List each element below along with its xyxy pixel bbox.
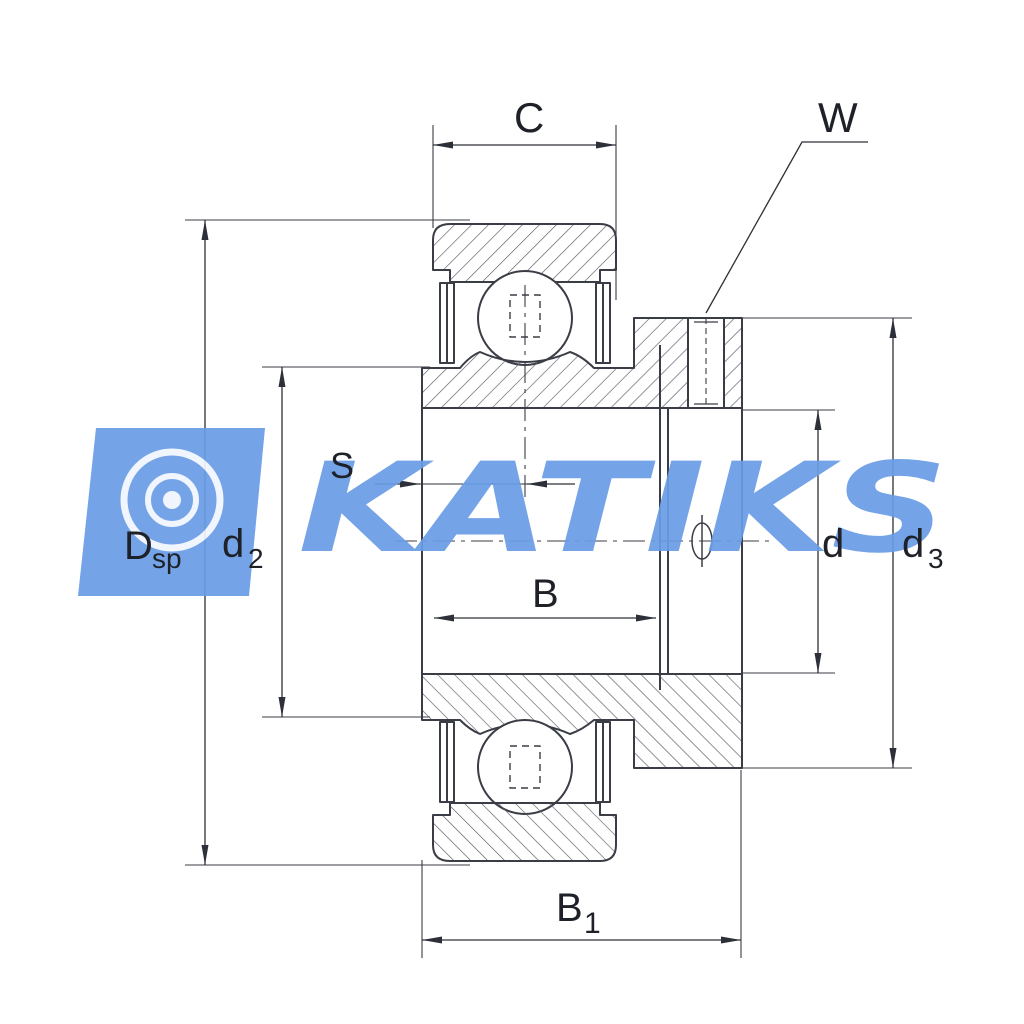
label-b: B xyxy=(532,572,559,616)
label-d2-main: d xyxy=(222,522,244,566)
label-d: d xyxy=(822,522,844,566)
label-d2-sub: 2 xyxy=(248,543,264,574)
label-b1-sub: 1 xyxy=(584,907,601,940)
label-w: W xyxy=(818,94,858,141)
bearing-upper-section xyxy=(421,223,743,409)
bearing-logo-icon xyxy=(78,428,265,596)
label-d3-sub: 3 xyxy=(928,543,944,574)
watermark-text: KATIKS xyxy=(298,437,948,581)
label-d3-main: d xyxy=(902,522,924,566)
dimension-labels: C W S B B 1 D sp d 2 d d 3 xyxy=(124,94,944,940)
bearing-lower-section xyxy=(421,673,743,862)
label-c: C xyxy=(514,94,544,141)
extension-lines xyxy=(185,125,912,958)
label-dsp-main: D xyxy=(124,524,153,568)
set-screw-symbol xyxy=(691,515,713,567)
label-dsp-sub: sp xyxy=(152,543,182,574)
label-b1-main: B xyxy=(556,886,583,930)
label-s: S xyxy=(330,445,354,486)
leader-line-w xyxy=(705,141,868,314)
center-lines xyxy=(395,285,770,542)
watermark: KATIKS xyxy=(78,428,948,596)
